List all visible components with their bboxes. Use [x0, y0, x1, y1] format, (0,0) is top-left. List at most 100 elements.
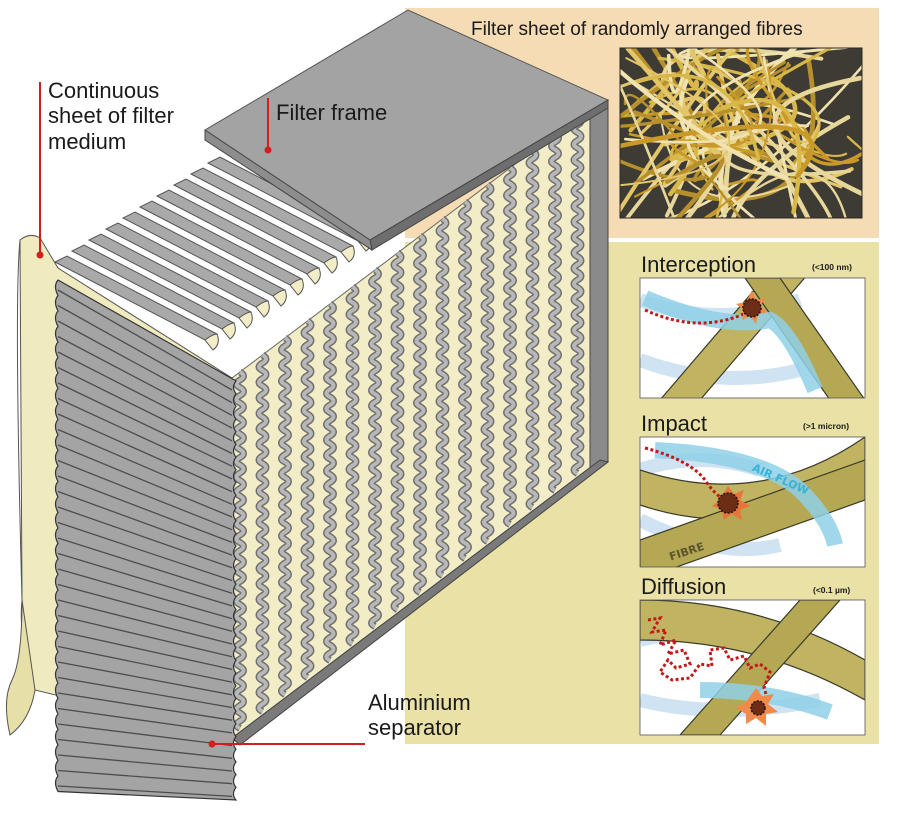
pleat-fold	[221, 322, 236, 340]
fibre-strand	[623, 93, 742, 218]
separator-corrugation	[57, 459, 233, 531]
separator-corrugation	[57, 707, 233, 734]
separator-corrugation	[57, 320, 233, 416]
impact-title: Impact	[641, 411, 708, 436]
separator-corrugation	[57, 444, 233, 518]
fibre-strand	[723, 130, 811, 218]
separator-corrugation	[57, 738, 233, 759]
separator-corrugation	[57, 769, 233, 785]
fibre-strand	[666, 48, 692, 94]
aluminium-separator-highlight	[527, 149, 538, 510]
fibre-sheet-title: Filter sheet of randomly arranged fibres	[471, 19, 803, 40]
fibre-strand	[756, 48, 822, 144]
aluminium-separator-front	[54, 279, 238, 801]
fibre-strand	[631, 73, 761, 161]
separator-corrugation	[57, 475, 233, 544]
separator-corrugation	[57, 335, 233, 429]
interception-size: (<100 nm)	[812, 262, 852, 272]
interception-illustration	[639, 277, 866, 399]
aluminium-separator-highlight	[324, 302, 336, 663]
aluminium-separator-highlight	[234, 370, 246, 731]
separator-corrugation	[57, 676, 233, 709]
pleat-fold	[306, 267, 321, 285]
aluminium-separator-highlight	[279, 336, 291, 697]
separator-corrugation	[57, 692, 233, 721]
fibre-strand	[623, 48, 763, 144]
separator-corrugation	[57, 568, 233, 620]
aluminium-separator-highlight	[347, 285, 358, 646]
fibre-strand	[846, 135, 862, 152]
separator-corrugation	[57, 506, 233, 569]
filter-medium-label: Continuous sheet of filter medium	[48, 78, 174, 154]
pleat-fold	[340, 245, 355, 263]
fibre-mesh-image	[619, 47, 863, 219]
pleat-fold	[204, 333, 219, 351]
fibre-strand	[772, 75, 862, 197]
aluminium-separator-highlight	[414, 234, 426, 595]
fibre-strand	[730, 115, 851, 218]
aluminium-separator-highlight	[257, 353, 268, 714]
filter-frame-label: Filter frame	[276, 100, 388, 125]
fibre-strand	[662, 96, 707, 186]
pleat-fold	[323, 256, 338, 274]
separator-corrugation	[57, 397, 233, 480]
interception-title: Interception	[641, 252, 756, 277]
aluminium-separator-highlight	[504, 166, 516, 527]
diffusion-illustration	[639, 599, 866, 736]
fibre-strand	[713, 98, 802, 215]
aluminium-separator-highlight	[392, 251, 403, 612]
aluminium-separator-highlight	[302, 319, 313, 680]
medium-curl	[6, 599, 36, 736]
side-frame-edge	[589, 99, 609, 476]
pleat-fold	[289, 278, 304, 296]
separator-corrugation	[57, 614, 233, 658]
fibre-strand	[620, 68, 789, 181]
impact-size: (>1 micron)	[803, 421, 850, 431]
aluminium-separator-highlight	[572, 115, 583, 476]
separator-corrugation	[57, 351, 233, 442]
filter-medium-label-line-3: medium	[48, 128, 127, 154]
aluminium-separator-highlight	[369, 268, 381, 629]
pleat-fold	[272, 289, 287, 307]
separator-corrugation	[57, 289, 233, 391]
separator-corrugation	[57, 785, 233, 798]
separator-label: Aluminium separator	[368, 690, 471, 741]
aluminium-separator-highlight	[482, 183, 493, 544]
pleat-fold	[255, 300, 270, 318]
separator-label-line-1: Aluminium	[368, 690, 471, 715]
separator-corrugation	[57, 366, 233, 455]
fibre-strand	[620, 124, 815, 178]
separator-corrugation	[57, 413, 233, 493]
separator-corrugation	[57, 382, 233, 467]
separator-corrugation	[57, 552, 233, 607]
aluminium-separator-highlight	[437, 217, 448, 578]
aluminium-separator-highlight	[459, 200, 471, 561]
separator-corrugation	[57, 428, 233, 505]
separator-corrugation	[57, 521, 233, 582]
diffusion-size: (<0.1 µm)	[813, 585, 851, 595]
fibre-strand	[664, 48, 833, 218]
fibre-strand	[666, 64, 862, 218]
filter-medium-label-line-2: sheet of filter	[48, 103, 174, 129]
separator-corrugation	[57, 304, 233, 404]
separator-corrugation	[57, 754, 233, 772]
fibre-strand	[689, 49, 706, 77]
aluminium-separator-highlight	[549, 132, 561, 493]
separator-corrugation	[57, 599, 233, 645]
separator-corrugation	[57, 490, 233, 556]
fibre-strand	[664, 154, 725, 218]
separator-corrugation	[57, 645, 233, 683]
bottom-frame	[231, 459, 610, 746]
separator-corrugation	[57, 583, 233, 632]
diffusion-title: Diffusion	[641, 574, 727, 599]
fibre-strand	[620, 48, 737, 214]
separator-corrugation	[57, 661, 233, 696]
filter-assembly	[6, 9, 610, 801]
fibre-strand	[620, 82, 676, 218]
impact-illustration	[639, 436, 866, 568]
separator-corrugation	[57, 630, 233, 671]
filter-medium-label-line-1: Continuous	[48, 78, 160, 103]
separator-corrugation	[57, 537, 233, 594]
